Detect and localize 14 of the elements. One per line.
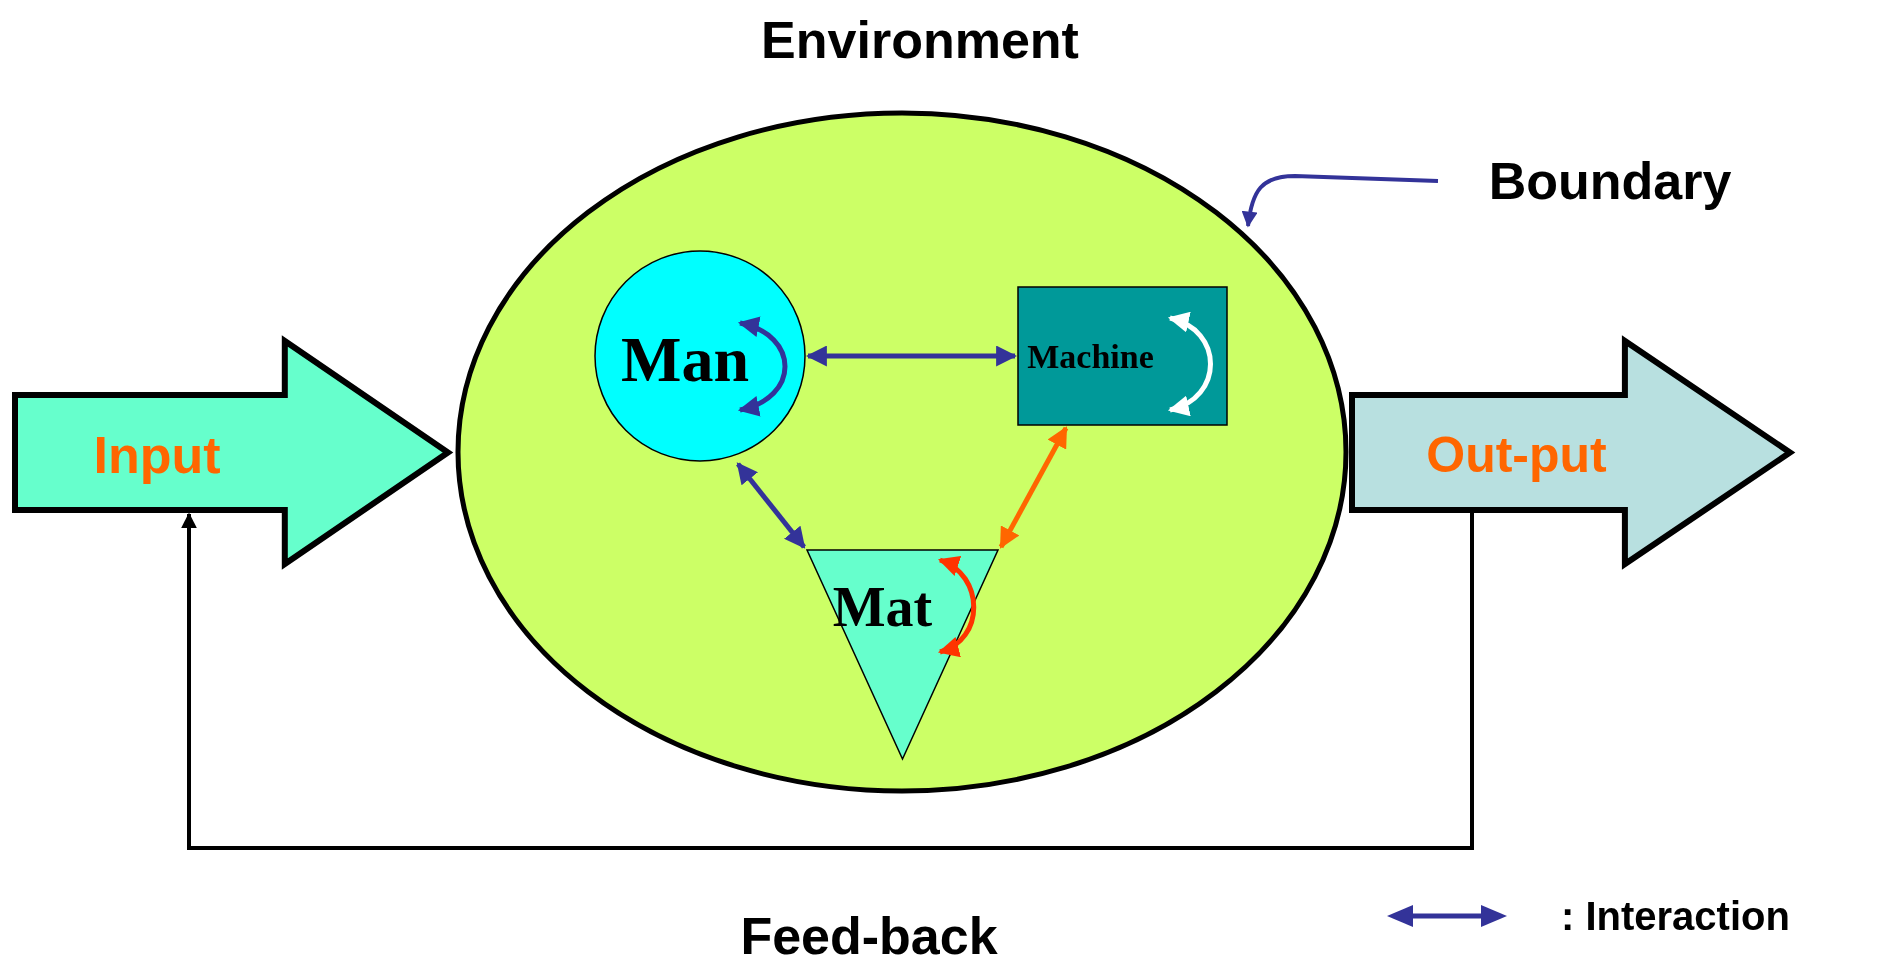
legend-label: : Interaction — [1561, 896, 1790, 936]
machine-label: Machine — [1027, 340, 1154, 374]
loop-arrow — [1168, 314, 1213, 414]
material-label: Mat — [832, 578, 933, 635]
feedback-arrow — [181, 512, 1474, 850]
leader-line — [1241, 174, 1439, 228]
man-label: Man — [621, 328, 749, 392]
diagram-title: Environment — [760, 14, 1080, 66]
loop-arrow — [938, 557, 977, 655]
interaction-arrow — [998, 426, 1069, 549]
loop-arrow — [738, 318, 788, 415]
output-label: Out-put — [1426, 429, 1607, 480]
interaction-arrow — [736, 462, 806, 549]
interaction-arrow — [805, 345, 1018, 367]
